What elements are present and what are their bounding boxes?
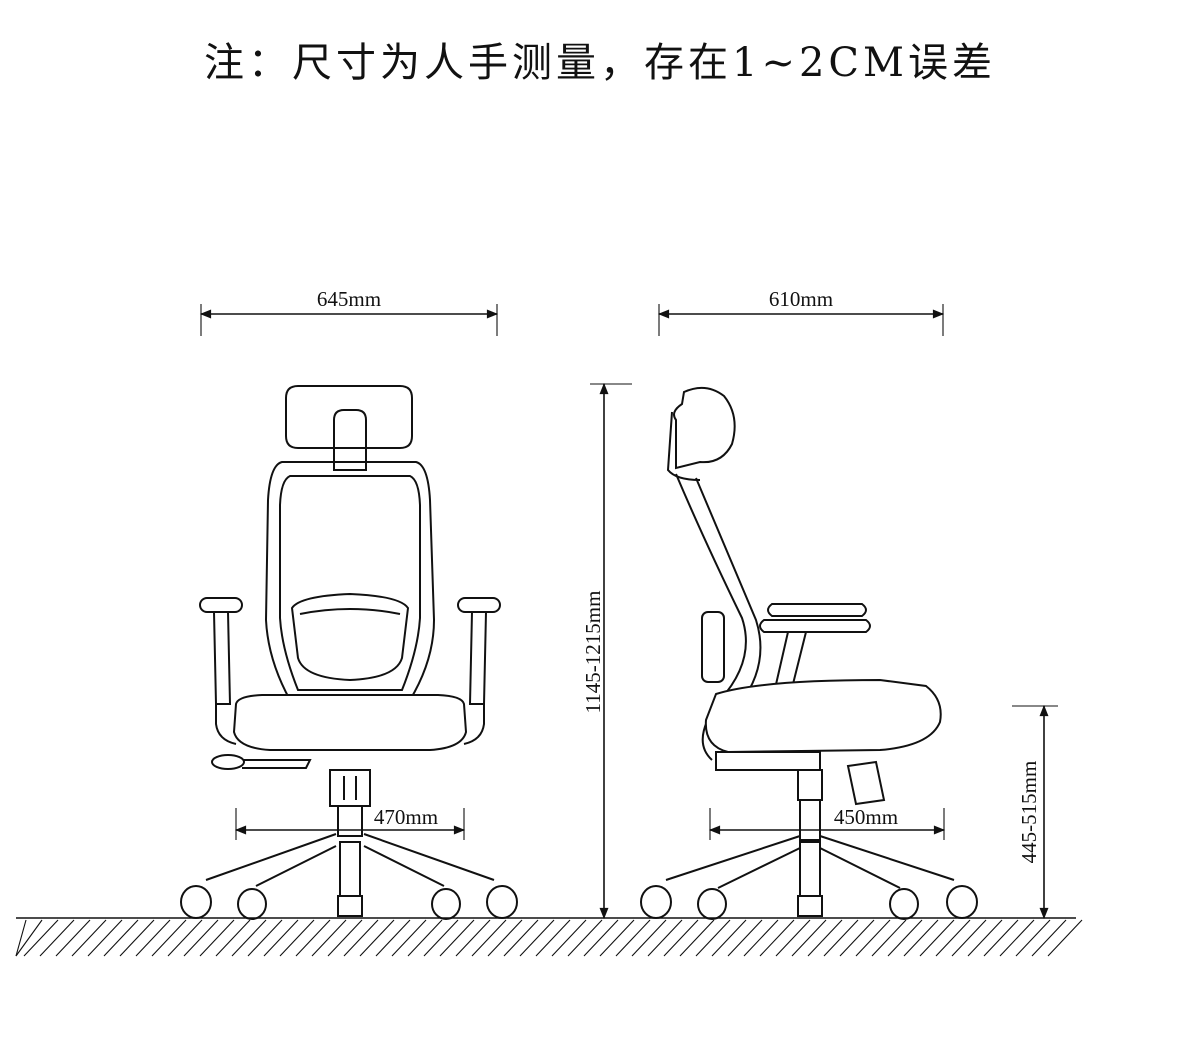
hatch-stroke	[343, 919, 379, 957]
hatch-stroke	[679, 919, 715, 957]
hatch-stroke	[103, 919, 139, 957]
hatch-stroke	[55, 919, 91, 957]
hatch-stroke	[295, 919, 331, 957]
hatch-stroke	[15, 919, 43, 957]
hatch-stroke	[535, 919, 571, 957]
hatch-stroke	[647, 919, 683, 957]
hatch-stroke	[215, 919, 251, 957]
hatch-stroke	[311, 919, 347, 957]
hatch-stroke	[151, 919, 187, 957]
hatch-stroke	[775, 919, 811, 957]
hatch-stroke	[183, 919, 219, 957]
base-front-label: 470mm	[374, 805, 438, 829]
hatch-stroke	[391, 919, 427, 957]
hatch-stroke	[743, 919, 779, 957]
hatch-stroke	[119, 919, 155, 957]
hatch-stroke	[247, 919, 283, 957]
hatch-stroke	[807, 919, 843, 957]
hatch-stroke	[823, 919, 859, 957]
front-view-chair	[180, 385, 518, 920]
hatch-stroke	[631, 919, 667, 957]
dimension-total-height: 1145-1215mm	[581, 382, 632, 920]
hatch-stroke	[15, 919, 27, 957]
hatch-stroke	[39, 919, 75, 957]
hatch-stroke	[87, 919, 123, 957]
hatch-stroke	[407, 919, 443, 957]
hatch-stroke	[519, 919, 555, 957]
hatch-stroke	[135, 919, 171, 957]
hatch-stroke	[935, 919, 971, 957]
dimension-front-width: 645mm	[199, 287, 499, 336]
hatch-stroke	[567, 919, 603, 957]
hatch-stroke	[231, 919, 267, 957]
seat-height-label: 445-515mm	[1017, 761, 1041, 864]
hatch-stroke	[439, 919, 475, 957]
hatch-stroke	[23, 919, 59, 957]
total-height-label: 1145-1215mm	[581, 591, 605, 714]
dimension-seat-height: 445-515mm	[1012, 704, 1058, 920]
hatch-stroke	[551, 919, 587, 957]
hatch-stroke	[471, 919, 507, 957]
hatch-stroke	[711, 919, 747, 957]
base-side-label: 450mm	[834, 805, 898, 829]
front-width-label: 645mm	[317, 287, 381, 311]
hatch-stroke	[983, 919, 1019, 957]
hatch-stroke	[1015, 919, 1051, 957]
hatch-stroke	[583, 919, 619, 957]
floor-hatching	[15, 917, 1083, 957]
hatch-stroke	[919, 919, 955, 957]
side-depth-label: 610mm	[769, 287, 833, 311]
hatch-stroke	[359, 919, 395, 957]
hatch-stroke	[695, 919, 731, 957]
hatch-stroke	[327, 919, 363, 957]
hatch-stroke	[887, 919, 923, 957]
hatch-stroke	[727, 919, 763, 957]
side-view-chair	[640, 386, 978, 920]
hatch-stroke	[599, 919, 635, 957]
hatch-stroke	[487, 919, 523, 957]
hatch-stroke	[455, 919, 491, 957]
hatch-stroke	[199, 919, 235, 957]
hatch-stroke	[903, 919, 939, 957]
dimension-side-depth: 610mm	[657, 287, 945, 336]
hatch-stroke	[759, 919, 795, 957]
hatch-stroke	[871, 919, 907, 957]
hatch-stroke	[503, 919, 539, 957]
hatch-stroke	[967, 919, 1003, 957]
hatch-stroke	[375, 919, 411, 957]
hatch-stroke	[279, 919, 315, 957]
hatch-stroke	[263, 919, 299, 957]
hatch-stroke	[167, 919, 203, 957]
hatch-stroke	[999, 919, 1035, 957]
hatch-stroke	[1047, 919, 1083, 957]
hatch-stroke	[1031, 919, 1067, 957]
hatch-stroke	[71, 919, 107, 957]
hatch-stroke	[951, 919, 987, 957]
dimension-base-side: 450mm	[708, 805, 946, 840]
measurement-note: 注：尺寸为人手测量，存在1~2CM误差	[204, 40, 996, 86]
dimension-base-front: 470mm	[234, 805, 466, 840]
hatch-stroke	[663, 919, 699, 957]
hatch-stroke	[855, 919, 891, 957]
hatch-stroke	[423, 919, 459, 957]
hatch-stroke	[839, 919, 875, 957]
hatch-stroke	[615, 919, 651, 957]
hatch-stroke	[791, 919, 827, 957]
